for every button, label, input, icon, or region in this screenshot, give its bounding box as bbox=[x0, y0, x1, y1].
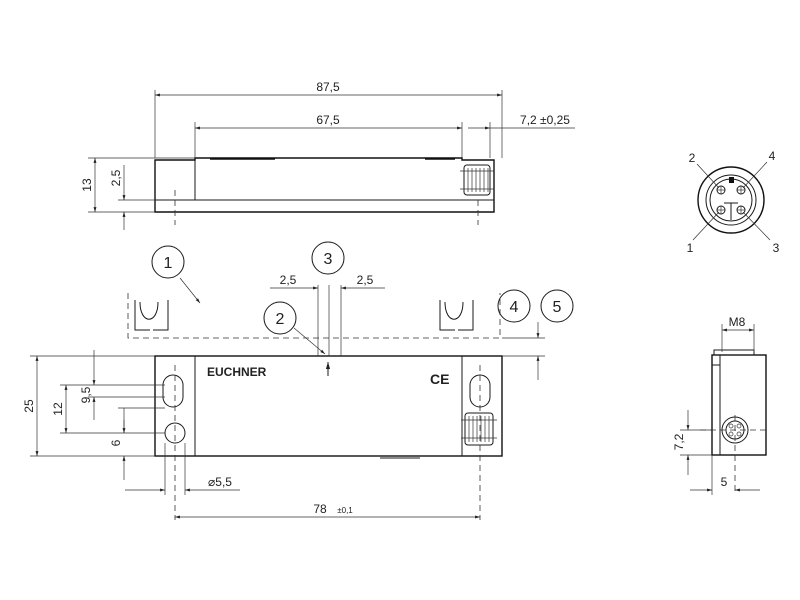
top-view-connector bbox=[460, 164, 494, 196]
dim-front-height: 25 bbox=[22, 399, 36, 413]
front-connector bbox=[461, 412, 497, 446]
ce-mark: CE bbox=[430, 371, 449, 387]
dim-connector: 7,2 ±0,25 bbox=[520, 113, 570, 127]
dim-hole-pitch-tolerance: ±0,1 bbox=[337, 506, 353, 515]
callout-3: 3 bbox=[311, 241, 345, 275]
sensor-body bbox=[154, 355, 503, 457]
dim-total-length: 87,5 bbox=[316, 80, 340, 94]
connector-key bbox=[729, 177, 734, 183]
dim-height: 13 bbox=[80, 178, 94, 192]
callout-1: 1 bbox=[151, 245, 201, 304]
pin-label-2: 2 bbox=[689, 151, 696, 165]
svg-text:5: 5 bbox=[553, 299, 562, 316]
svg-text:3: 3 bbox=[324, 251, 333, 268]
front-view: EUCHNER CE 2,5 2,5 1 2 3 4 bbox=[22, 241, 574, 520]
dim-gap-right: 2,5 bbox=[357, 273, 374, 287]
callout-2: 2 bbox=[263, 301, 326, 355]
dim-hole-pitch: 78 bbox=[313, 502, 327, 516]
dim-step: 2,5 bbox=[109, 169, 123, 186]
euchner-logo: EUCHNER bbox=[207, 365, 267, 379]
dim-thread: M8 bbox=[729, 315, 746, 329]
top-view-body bbox=[154, 157, 495, 213]
dim-connector-height: 7,2 bbox=[672, 433, 686, 450]
callout-4: 4 bbox=[497, 289, 531, 323]
dim-gap-left: 2,5 bbox=[280, 273, 297, 287]
dim-slot-length: 9,5 bbox=[79, 386, 93, 403]
pin-label-3: 3 bbox=[773, 241, 780, 255]
svg-text:4: 4 bbox=[510, 299, 519, 316]
dim-hole-diameter: ⌀5,5 bbox=[208, 475, 232, 489]
svg-text:1: 1 bbox=[164, 255, 173, 272]
side-view: M8 7,2 5 bbox=[672, 315, 770, 495]
top-view: 87,5 67,5 7,2 ±0,25 13 2,5 bbox=[80, 80, 575, 230]
pin-label-4: 4 bbox=[769, 149, 776, 163]
dim-connector-offset: 5 bbox=[721, 475, 728, 489]
dim-hole-spacing: 12 bbox=[51, 402, 65, 416]
pin-label-1: 1 bbox=[687, 241, 694, 255]
dim-edge-offset: 6 bbox=[109, 439, 123, 446]
connector-pinout: 2 4 1 3 bbox=[687, 149, 780, 255]
svg-text:2: 2 bbox=[276, 311, 285, 328]
slot-hole-left bbox=[162, 374, 184, 408]
dim-body-length: 67,5 bbox=[316, 113, 340, 127]
callout-5: 5 bbox=[540, 289, 574, 323]
